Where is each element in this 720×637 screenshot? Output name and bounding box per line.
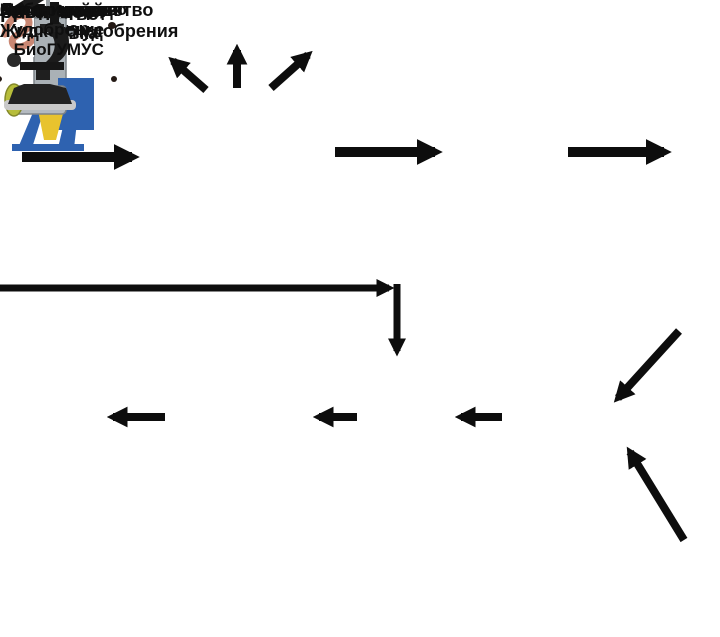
worm-drawing xyxy=(1,11,36,51)
heap-dot-1 xyxy=(0,76,2,82)
microscope-stage xyxy=(20,62,64,70)
label-biohumus: Органическое удобрение БиоГУМУС xyxy=(0,0,118,60)
microscope-nosepiece xyxy=(40,24,64,32)
microscope-base xyxy=(8,84,72,104)
microscope-knob xyxy=(7,53,21,67)
separator-leg-left xyxy=(18,110,44,148)
worm-body xyxy=(1,11,36,51)
frag-microbial-line2: соо xyxy=(0,0,31,19)
separator-chute xyxy=(38,110,64,140)
microscope-graphic xyxy=(0,0,80,118)
microscope-drawing xyxy=(4,0,76,110)
heap-dot-3 xyxy=(111,76,117,82)
separator-leg-right xyxy=(58,114,78,148)
heap-dot-2 xyxy=(108,22,116,29)
frag-microbial-line1: М xyxy=(0,0,15,19)
arrow-microbial-to-heap xyxy=(626,446,688,543)
label-biohumus-line2: удобрение xyxy=(13,20,105,39)
label-laboratory: Лаборатория xyxy=(0,0,119,20)
label-biohumus-line1: Органическое xyxy=(0,0,118,19)
separator-top-pipe xyxy=(46,0,50,20)
microscope-tube xyxy=(50,2,59,24)
frag-sifting-line1: Фи xyxy=(0,0,25,19)
arrow-electricity xyxy=(268,50,313,91)
separator-base xyxy=(12,144,84,151)
label-biohumus-line3: БиоГУМУС xyxy=(13,40,104,59)
arrow-sifter-to-heap xyxy=(613,328,682,403)
arrow-heat xyxy=(168,56,209,94)
microscope-condenser xyxy=(36,70,50,80)
microscope-eyepiece-2 xyxy=(22,0,52,11)
frag-sifting-line2: Б xyxy=(0,0,13,19)
